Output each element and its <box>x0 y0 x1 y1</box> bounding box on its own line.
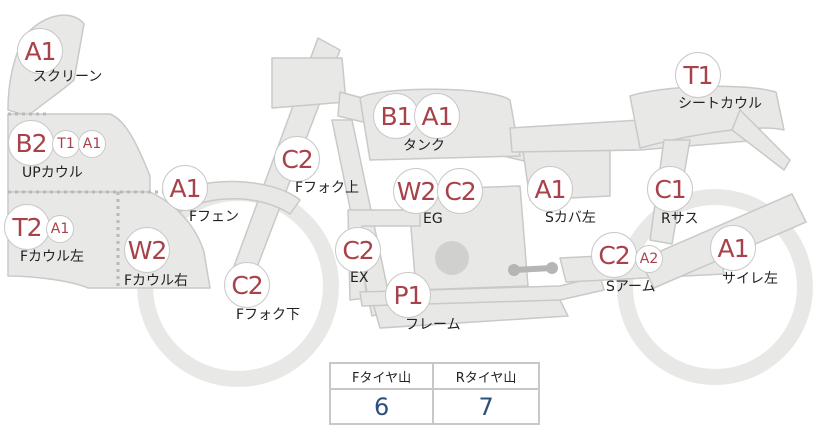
tyre-tread-table: Fタイヤ山 Rタイヤ山 6 7 <box>328 362 540 425</box>
frame-label: フレーム <box>405 317 461 333</box>
f-fork-lower-badge: C2 <box>224 262 270 308</box>
silencer-left-badge: A1 <box>710 225 756 271</box>
rear-tyre-header: Rタイヤ山 <box>432 362 540 390</box>
exhaust-label: EX <box>350 270 369 286</box>
up-cowl-label: UPカウル <box>22 165 83 181</box>
f-fender-label: Fフェン <box>189 209 240 225</box>
s-arm-badge-1: C2 <box>591 232 637 278</box>
f-cowl-right-badge: W2 <box>124 227 170 273</box>
engine-badge-2: C2 <box>437 168 483 214</box>
front-tyre-value: 6 <box>328 388 435 425</box>
up-cowl-badge-1: B2 <box>8 120 54 166</box>
tank-label: タンク <box>403 138 445 154</box>
f-cowl-left-badge-1: T2 <box>4 204 50 250</box>
divider-lines <box>8 112 176 286</box>
frame-badge: P1 <box>385 272 431 318</box>
seat-cowl-badge: T1 <box>675 52 721 98</box>
rear-wheel <box>617 189 813 385</box>
exhaust-badge: C2 <box>335 227 381 273</box>
r-sus-badge: C1 <box>647 166 693 212</box>
s-arm-label: Sアーム <box>606 279 656 295</box>
screen-badge: A1 <box>17 28 63 74</box>
f-cowl-left-badge-2: A1 <box>46 215 74 243</box>
tank-badge-1: B1 <box>373 93 419 139</box>
swing-arm-rod <box>513 265 553 273</box>
s-cover-left-label: Sカバ左 <box>545 210 596 226</box>
f-fork-lower-label: Fフォク下 <box>236 307 301 323</box>
swing-arm-pivot-b <box>546 262 558 274</box>
engine-cover <box>435 241 469 275</box>
r-sus-label: Rサス <box>661 211 699 227</box>
engine-label: EG <box>423 211 443 227</box>
s-arm-badge-2: A2 <box>635 245 663 273</box>
front-tyre-header: Fタイヤ山 <box>328 362 435 390</box>
tank-badge-2: A1 <box>414 93 460 139</box>
swing-arm-pivot-a <box>508 264 520 276</box>
up-cowl-badge-2: T1 <box>52 130 80 158</box>
f-fork-upper-label: Fフォク上 <box>295 180 360 196</box>
f-fork-upper-badge: C2 <box>274 136 320 182</box>
up-cowl-badge-3: A1 <box>78 130 106 158</box>
seat-cowl-shape <box>629 85 785 149</box>
screen-label: スクリーン <box>33 69 103 85</box>
silencer-left-label: サイレ左 <box>722 271 778 287</box>
f-cowl-right-label: Fカウル右 <box>124 273 189 289</box>
engine-badge-1: W2 <box>393 168 439 214</box>
handlebar-shape <box>271 57 347 109</box>
seat-cowl-label: シートカウル <box>678 96 762 112</box>
rear-tyre-value: 7 <box>432 388 540 425</box>
tail-shape <box>731 109 791 171</box>
s-cover-left-badge: A1 <box>527 166 573 212</box>
f-cowl-left-label: Fカウル左 <box>20 249 85 265</box>
f-fender-badge: A1 <box>162 165 208 211</box>
